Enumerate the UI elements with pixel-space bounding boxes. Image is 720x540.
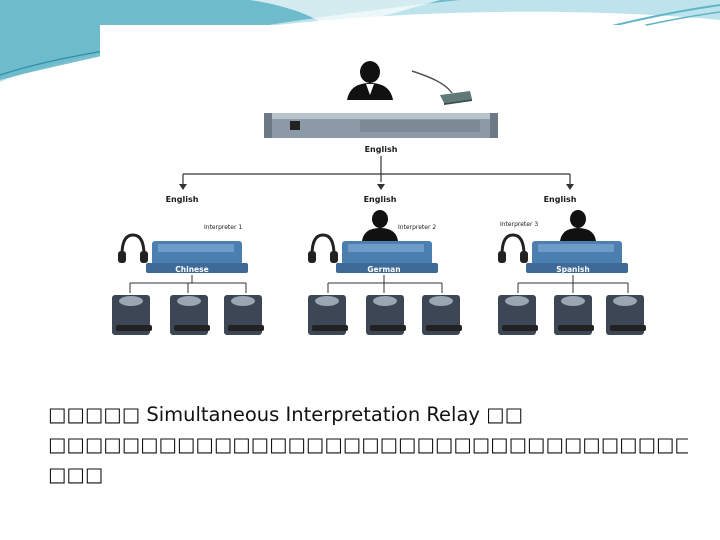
receiver-icon — [422, 295, 462, 335]
console-language-label: Spanish — [556, 265, 590, 274]
branch-input-label: English — [364, 195, 397, 204]
console-language-label: German — [367, 265, 400, 274]
caption-suffix: □□ — [486, 403, 523, 426]
headphones-icon — [498, 235, 528, 263]
chairman-person-icon — [347, 61, 393, 100]
receiver-icon — [170, 295, 210, 335]
relay-diagram: English English Interpreter 1 — [100, 25, 646, 370]
receiver-icon — [554, 295, 594, 335]
receiver-icon — [308, 295, 348, 335]
branch-input-label: English — [544, 195, 577, 204]
interpreter-label: Interpreter 3 — [500, 221, 538, 228]
receiver-icon — [224, 295, 264, 335]
caption-line-3: □□□ — [48, 460, 688, 490]
caption-line-1: □□□□□ Simultaneous Interpretation Relay … — [48, 400, 688, 430]
connector-lines — [179, 156, 574, 190]
receiver-icon — [606, 295, 646, 335]
branch-chinese: English Interpreter 1 Chinese — [118, 195, 248, 274]
receiver-icon — [498, 295, 538, 335]
headphones-icon — [308, 235, 338, 263]
interpreter-person-icon — [362, 210, 398, 241]
receiver-icon — [112, 295, 152, 335]
receiver-connectors — [130, 275, 628, 293]
branch-spanish: English Interpreter 3 Spanish — [498, 195, 628, 274]
console-language-label: Chinese — [175, 265, 208, 274]
branch-german: English Interpreter 2 German — [308, 195, 438, 274]
caption-term: Simultaneous Interpretation Relay — [146, 403, 480, 426]
headphones-icon — [118, 235, 148, 263]
interpreter-person-icon — [560, 210, 596, 241]
master-language-label: English — [365, 145, 398, 154]
interpreter-label: Interpreter 2 — [398, 224, 436, 231]
branch-input-label: English — [166, 195, 199, 204]
receiver-icon — [366, 295, 406, 335]
delegate-receiver-units — [112, 295, 646, 335]
main-console-unit — [264, 113, 498, 138]
chairman-microphone-icon — [412, 71, 472, 105]
caption-line-2: □□□□□□□□□□□□□□□□□□□□□□□□□□□□□□□□□□□□□□ — [48, 430, 688, 460]
caption-prefix: □□□□□ — [48, 403, 140, 426]
interpreter-label: Interpreter 1 — [204, 224, 242, 231]
caption-text: □□□□□ Simultaneous Interpretation Relay … — [48, 400, 688, 490]
